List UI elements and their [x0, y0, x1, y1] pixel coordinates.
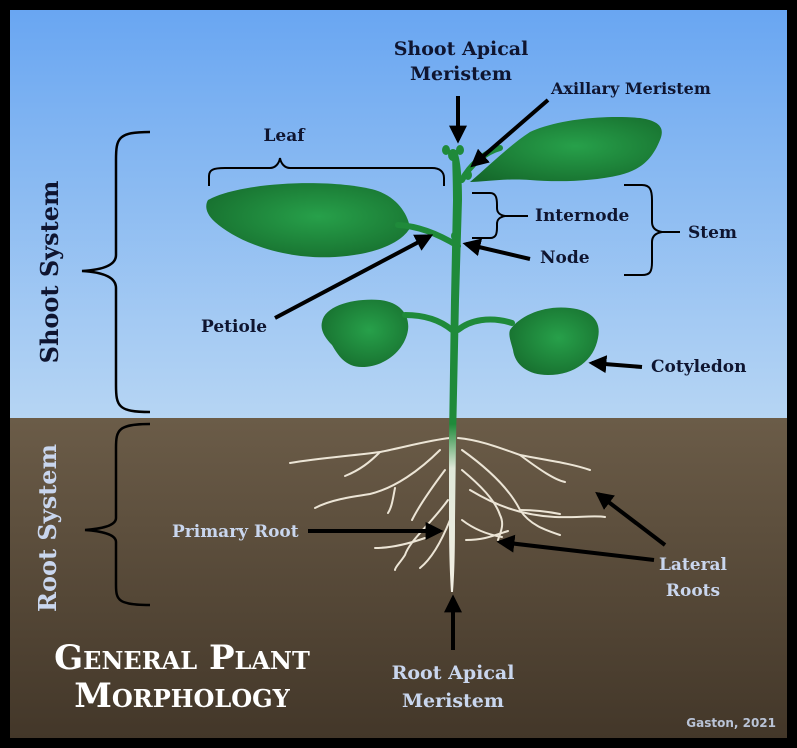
arrow-lateral-upper	[595, 491, 667, 547]
leaf-label: Leaf	[263, 126, 306, 146]
root-system-drawing	[289, 437, 606, 571]
leaf-upper-left	[206, 183, 410, 258]
shoot-apical-label-line1: Shoot Apical	[394, 38, 529, 60]
arrow-cotyledon	[588, 355, 643, 374]
shoot-apical-label-line2: Meristem	[410, 63, 512, 85]
leaf-upper-right	[470, 116, 662, 182]
arrow-node	[462, 238, 531, 261]
root-system-label: Root System	[33, 444, 62, 612]
stem-bracket	[624, 184, 680, 276]
internode-label: Internode	[535, 206, 630, 226]
main-stem	[449, 150, 462, 592]
soil-background	[10, 418, 787, 738]
stem-label: Stem	[688, 223, 737, 243]
arrow-lateral-lower	[496, 534, 655, 562]
leaf-bracket	[208, 157, 445, 186]
arrow-petiole	[274, 234, 434, 320]
pointer-arrows	[274, 96, 667, 650]
root-system-bracket	[84, 422, 151, 607]
arrow-axillary	[470, 98, 550, 168]
credit-text: Gaston, 2021	[686, 716, 776, 730]
title-line1: General Plant	[54, 638, 310, 678]
lateral-roots-label-line1: Lateral	[659, 555, 728, 575]
axillary-meristem-label: Axillary Meristem	[550, 79, 711, 98]
cotyledon-label: Cotyledon	[651, 357, 746, 377]
root-apical-label-line2: Meristem	[402, 690, 504, 712]
cotyledon-right	[509, 307, 599, 375]
shoot-system-label: Shoot System	[35, 181, 64, 364]
title-line2: Morphology	[74, 676, 290, 716]
lateral-roots-label-line2: Roots	[666, 581, 720, 601]
petiole-label: Petiole	[201, 317, 267, 337]
primary-root-label: Primary Root	[172, 522, 299, 542]
cotyledon-left	[321, 299, 409, 367]
internode-bracket	[472, 192, 528, 239]
apical-bud	[442, 145, 472, 240]
shoot-system-bracket	[81, 130, 151, 414]
root-apical-label-line1: Root Apical	[392, 662, 515, 684]
node-label: Node	[540, 248, 590, 268]
